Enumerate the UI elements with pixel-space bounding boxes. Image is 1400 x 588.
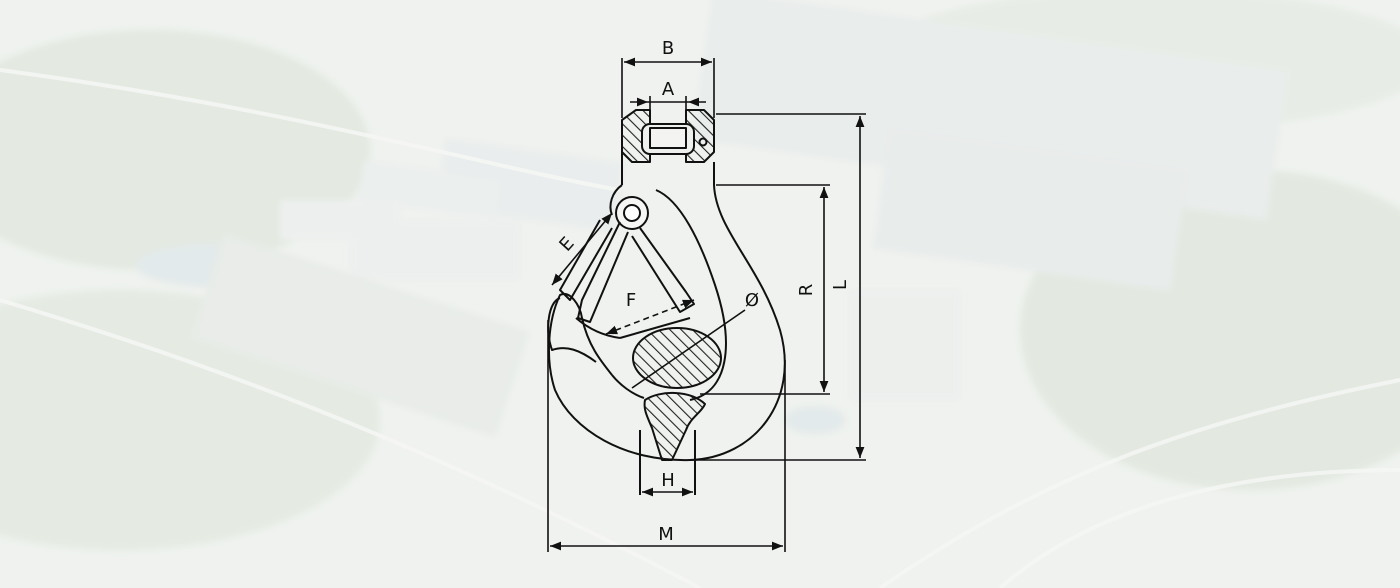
clevis-top — [621, 109, 715, 185]
label-a: A — [662, 79, 675, 100]
dimensions — [547, 57, 866, 552]
label-l: L — [830, 280, 851, 290]
dim-e-line — [551, 212, 613, 286]
label-b: B — [662, 38, 674, 59]
label-f: F — [626, 290, 636, 311]
hook-body — [547, 184, 786, 495]
label-m: M — [658, 524, 674, 545]
label-r: R — [796, 284, 817, 297]
hook-drawing — [547, 109, 786, 495]
label-diameter: Ø — [745, 290, 759, 311]
dim-f-line — [605, 299, 695, 335]
label-h: H — [661, 470, 675, 491]
dim-diameter-leader — [631, 309, 746, 389]
